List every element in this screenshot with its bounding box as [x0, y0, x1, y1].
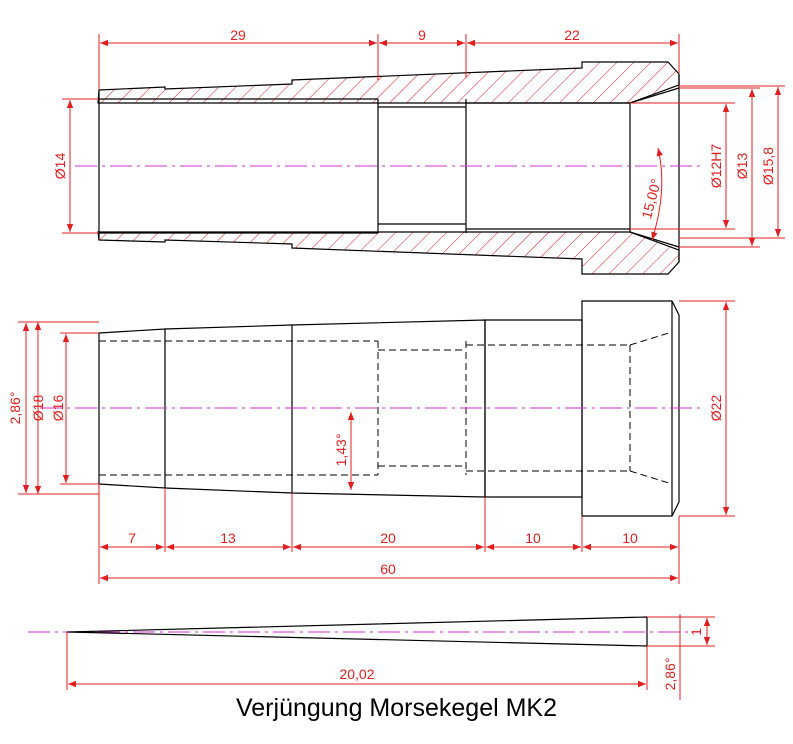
dim-side-inner-angle: 1,43°	[333, 434, 349, 467]
dim-section-22: 22	[564, 27, 580, 43]
dim-section-dia14: Ø14	[52, 153, 68, 180]
dim-taper-length: 20,02	[339, 666, 374, 682]
dim-taper-angle: 2,86°	[662, 658, 678, 691]
dim-section-9: 9	[418, 27, 426, 43]
dim-section-dia13: Ø13	[734, 153, 750, 180]
dim-section-angle: 15,00°	[638, 177, 664, 220]
dim-side-dia18: Ø18	[30, 395, 46, 422]
dim-side-10a: 10	[525, 530, 541, 546]
dim-section-dia12h7: Ø12H7	[708, 144, 724, 189]
section-bottom-wall	[97, 231, 680, 275]
dim-side-dia16: Ø16	[50, 395, 66, 422]
dim-section-29: 29	[230, 27, 246, 43]
dim-section-dia158: Ø15,8	[760, 147, 776, 185]
section-top-wall	[97, 61, 680, 104]
dim-side-10b: 10	[622, 530, 638, 546]
dim-side-angle: 2,86°	[7, 392, 23, 425]
drawing-title: Verjüngung Morsekegel MK2	[235, 694, 558, 722]
dim-taper-height: 1	[688, 628, 704, 636]
dim-side-dia22: Ø22	[708, 395, 724, 422]
dim-side-7: 7	[128, 530, 136, 546]
dim-side-20: 20	[380, 530, 396, 546]
dim-side-60: 60	[380, 561, 396, 577]
side-view: 2,86° Ø18 Ø16 1,43° Ø22 7 13 20 10 10 60	[7, 300, 735, 584]
taper-view: 20,02 1 2,86°	[28, 614, 715, 700]
dim-side-13: 13	[220, 530, 236, 546]
section-view: 29 9 22 Ø14 Ø12H7 Ø13 Ø15,8 15,00°	[52, 27, 785, 275]
